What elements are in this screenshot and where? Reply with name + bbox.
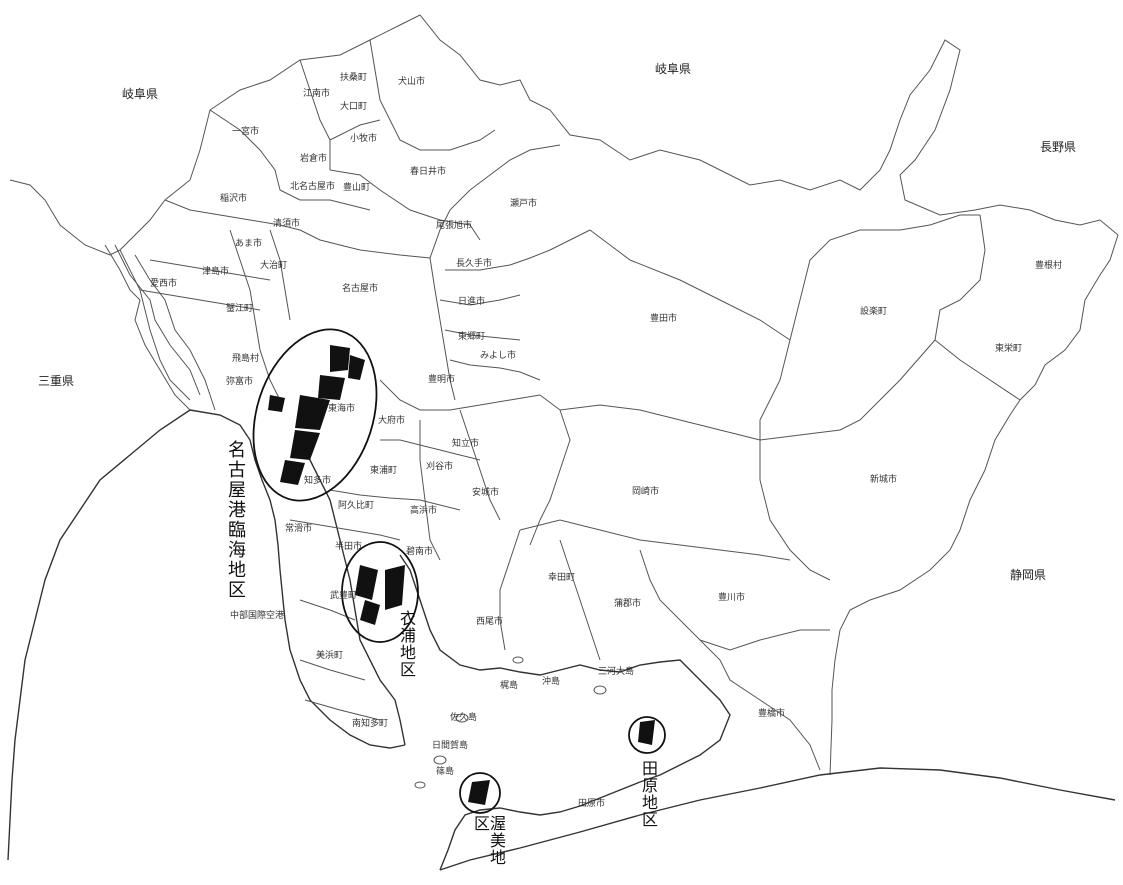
muni-label: 豊川市 [718,593,746,603]
muni-label: 幸田町 [548,573,576,583]
muni-label: 豊山町 [343,183,371,193]
muni-label: 美浜町 [316,651,344,661]
muni-label: 大治町 [260,261,288,271]
muni-label: 弥富市 [226,377,254,387]
muni-label: 清須市 [273,219,301,229]
west-boundary [9,179,121,256]
pref-label-gifu-west: 岐阜県 [122,87,159,101]
muni-label: 瀬戸市 [510,199,538,209]
muni-label: 碧南市 [406,547,434,557]
muni-label: 豊根村 [1035,261,1063,271]
muni-label: 篠島 [436,767,455,777]
prefecture-boundary [119,14,1119,776]
muni-label: 日間賀島 [432,741,469,751]
muni-label: 設楽町 [860,307,888,317]
nagoya-zone-circle [252,328,378,502]
pref-label-shizuoka: 静岡県 [1010,568,1047,582]
muni-label: 阿久比町 [338,501,375,511]
muni-label: 北名古屋市 [290,182,336,192]
coastline-mikawa-bay [399,554,731,871]
island [414,781,426,789]
coastline-chita-east [299,439,406,746]
island [433,755,447,765]
pref-label-gifu-north: 岐阜県 [655,62,692,76]
muni-label: 江南市 [303,89,331,99]
tahara-industrial [638,720,655,745]
muni-label: 東浦町 [370,466,398,476]
muni-label: 刈谷市 [426,462,454,472]
zone-label-tahara: 田原地区 [639,760,658,828]
muni-label: 南知多町 [352,719,389,729]
muni-label: 一宮市 [232,127,260,137]
muni-label: 津島市 [202,267,230,277]
kinuura-zone-circle [341,541,419,643]
muni-label: 武豊町 [330,591,358,601]
muni-label: 高浜市 [410,506,438,516]
muni-label: 犬山市 [398,77,426,87]
coastline-ise-bay [7,409,191,861]
zone-label-nagoya: 名古屋港臨海地区 [225,440,246,600]
muni-label: 東海市 [328,404,356,414]
muni-label: 新城市 [870,475,898,485]
muni-label: 半田市 [335,542,363,552]
muni-label: 沖島 [542,677,561,687]
muni-label: 飛島村 [232,354,260,364]
muni-label: 中部国際空港 [230,611,285,621]
muni-label: 扶桑町 [340,73,368,83]
muni-label: 尾張旭市 [436,221,473,231]
muni-label: あま市 [235,239,263,249]
muni-label: みよし市 [480,351,517,361]
kinuura-industrial [355,565,405,625]
island [455,713,469,723]
muni-label: 西尾市 [476,617,504,627]
muni-label: 春日井市 [410,167,447,177]
muni-label: 長久手市 [456,259,493,269]
muni-label: 田原市 [578,799,606,809]
muni-label: 大府市 [378,416,406,426]
pref-label-nagano: 長野県 [1040,140,1077,154]
muni-label: 知多市 [304,476,332,486]
coastline-chita-west [189,409,406,749]
atsumi-industrial [468,780,490,805]
muni-label: 蟹江町 [226,304,254,314]
tahara-zone-circle [628,716,666,754]
muni-label: 知立市 [452,439,480,449]
muni-label: 蒲郡市 [614,599,642,609]
muni-label: 常滑市 [285,524,313,534]
muni-label: 佐久島 [450,713,478,723]
muni-label: 豊田市 [650,314,678,324]
pref-label-mie: 三重県 [38,374,75,388]
zone-label-atsumi: 渥美地区 [471,815,506,866]
island [512,656,524,664]
atsumi-zone-circle [459,772,501,814]
island [593,685,607,695]
coastline-pacific [439,767,1116,871]
zone-label-kinuura: 衣浦地区 [397,610,416,678]
muni-label: 小牧市 [350,134,378,144]
muni-label: 岩倉市 [300,154,328,164]
muni-label: 豊明市 [428,375,456,385]
muni-label: 東栄町 [995,344,1023,354]
muni-label: 東郷町 [458,332,486,342]
muni-label: 大口町 [340,102,368,112]
muni-label: 岡崎市 [632,487,660,497]
muni-label: 愛西市 [150,279,178,289]
muni-label: 梶島 [500,681,519,691]
muni-label: 名古屋市 [342,284,379,294]
muni-label: 安城市 [472,488,500,498]
muni-label: 豊橋市 [758,709,786,719]
muni-label: 日進市 [458,297,486,307]
nagoya-industrial [268,345,365,485]
muni-label: 稲沢市 [220,194,248,204]
muni-label: 三河大島 [598,667,635,677]
